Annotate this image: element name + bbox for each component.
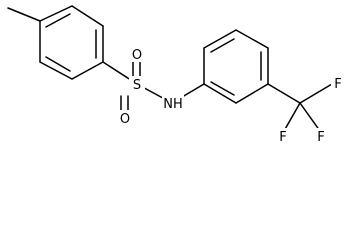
fluorine-right-label: F	[334, 77, 341, 92]
bond-c-f-bottom-right	[299, 102, 321, 132]
atom-fluorine-right: F	[331, 75, 345, 92]
atom-labels: S O O NH F F F	[117, 46, 345, 145]
bond-c-f-bottom-left	[283, 102, 301, 132]
bond-ring1-inner-c	[45, 56, 71, 72]
bond-ring2-5	[235, 83, 269, 104]
bond-methyl	[7, 7, 41, 22]
oxygen-bottom-label: O	[120, 112, 130, 127]
atom-oxygen-bottom: O	[117, 110, 133, 127]
bond-ring2-3	[235, 29, 269, 49]
bond-ring2-6	[203, 83, 237, 104]
bond-ring2-cf3	[267, 83, 301, 104]
fluorine-bottom-right-label: F	[317, 130, 324, 145]
bond-c-f-right	[299, 83, 333, 104]
bond-ring1-1	[39, 5, 73, 22]
sulfur-label: S	[133, 78, 141, 93]
bonds	[7, 5, 333, 132]
bond-ring2-inner-a	[210, 38, 235, 53]
structure-diagram: S O O NH F F F	[7, 5, 345, 145]
bond-ring2-2	[203, 29, 237, 49]
bond-ring2-inner-c	[210, 81, 235, 96]
fluorine-bottom-left-label: F	[279, 130, 286, 145]
atom-nitrogen: NH	[162, 95, 184, 112]
atom-fluorine-bottom-right: F	[314, 128, 328, 145]
nitrogen-label: NH	[163, 97, 183, 112]
bond-ring1-5	[39, 61, 73, 80]
atom-sulfur: S	[129, 76, 145, 93]
bond-ring1-2	[71, 5, 104, 27]
bond-ring1-4	[71, 61, 104, 80]
atom-fluorine-bottom-left: F	[276, 128, 290, 145]
oxygen-top-label: O	[132, 48, 142, 63]
atom-oxygen-top: O	[129, 46, 145, 63]
bond-ring1-inner-a	[45, 13, 71, 28]
